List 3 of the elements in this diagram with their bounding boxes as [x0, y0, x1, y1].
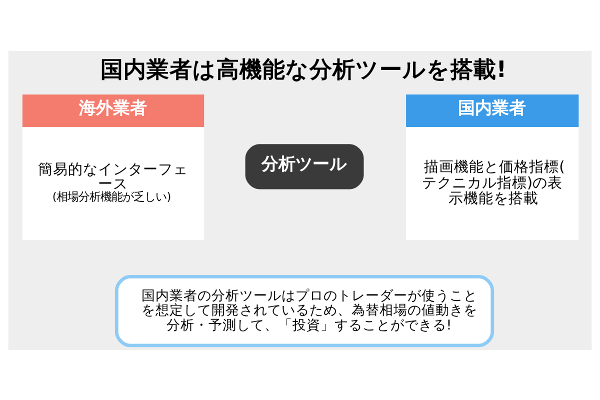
node-box: 国内業者の分析ツールはプロのトレーダーが使うことを想定して開発されているため、為替相場の値動きを分析・予測して、「投資」することができる!: [114, 274, 494, 347]
diagram-title: 国内業者は高機能な分析ツールを搭載!: [100, 56, 507, 82]
node-box: 分析ツール: [245, 144, 364, 189]
